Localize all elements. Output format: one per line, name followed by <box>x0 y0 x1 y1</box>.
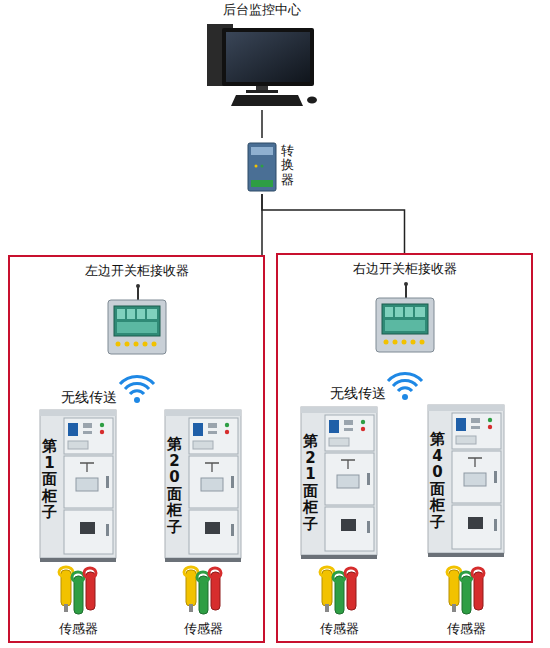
sensor-label: 传感器 <box>447 620 486 638</box>
wifi-icon <box>120 376 154 403</box>
sensor-icon <box>447 567 484 614</box>
vertical-label: 第40面柜子 <box>430 431 445 530</box>
vertical-label: 转换器 <box>281 144 294 187</box>
cabinet-icon <box>428 405 504 557</box>
wireless-label: 无线传送 <box>61 389 117 407</box>
receiver-icon <box>108 284 166 354</box>
vertical-label: 第21面柜子 <box>303 433 318 532</box>
receiver-group: 左边开关柜接收器第1面柜子 第20面柜子 <box>8 255 265 643</box>
sensor-icon <box>184 567 221 614</box>
sensor-label: 传感器 <box>184 620 223 638</box>
connector-line <box>261 110 263 138</box>
cabinet-icon <box>165 410 241 562</box>
connector-line <box>262 194 405 253</box>
sensor-label: 传感器 <box>320 620 359 638</box>
cabinet: 第1面柜子 <box>38 410 114 562</box>
cabinet-icon <box>301 407 377 559</box>
sensor-label: 传感器 <box>59 620 98 638</box>
wireless-label: 无线传送 <box>330 385 386 403</box>
cabinet: 第40面柜子 <box>426 405 502 557</box>
vertical-label: 第1面柜子 <box>42 438 57 521</box>
node-label: 右边开关柜接收器 <box>278 261 531 277</box>
node-label: 后台监控中心 <box>194 2 330 18</box>
cabinet-icon <box>40 410 116 562</box>
wifi-icon <box>388 373 422 400</box>
sensor-icon <box>320 567 357 614</box>
receiver-group: 右边开关柜接收器第21面柜子 第40面柜子 <box>276 253 533 643</box>
converter-node: 转换器 <box>244 138 302 194</box>
converter-icon <box>248 143 276 191</box>
cabinet: 第21面柜子 <box>299 407 375 559</box>
computer-node: 后台监控中心 <box>194 2 330 110</box>
node-label: 左边开关柜接收器 <box>10 263 263 279</box>
vertical-label: 第20面柜子 <box>167 436 182 535</box>
sensor-icon <box>59 567 96 614</box>
computer-icon <box>207 24 317 106</box>
receiver-icon <box>376 282 434 352</box>
cabinet: 第20面柜子 <box>163 410 239 562</box>
